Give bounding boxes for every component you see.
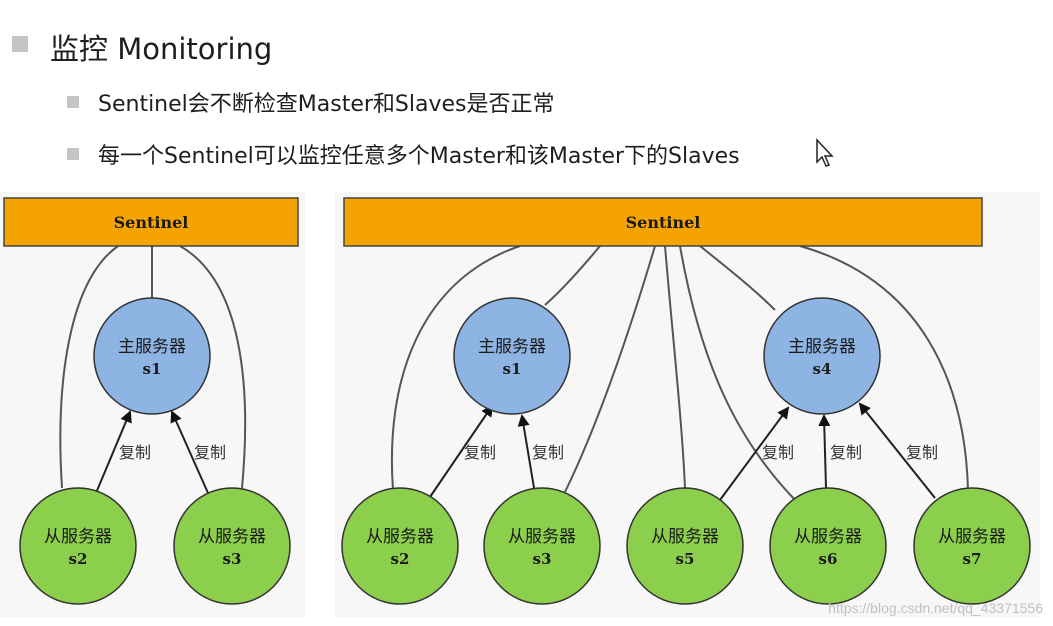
watermark: https://blog.csdn.net/qq_43371556 (828, 600, 1043, 616)
replication-label: 复制 (532, 443, 564, 462)
slave-title: 从服务器 (651, 527, 719, 547)
sub-bullet-1 (67, 96, 79, 108)
sub-bullet-2 (67, 148, 79, 160)
slave-id: s3 (533, 550, 552, 568)
master-title: 主服务器 (788, 337, 856, 357)
slave-node (19, 487, 137, 605)
sentinel-line (564, 245, 656, 493)
replication-label: 复制 (194, 443, 226, 462)
slave-title: 从服务器 (198, 527, 266, 547)
slave-id: s7 (963, 550, 982, 568)
replication-arrow (719, 406, 790, 501)
master-id: s4 (813, 360, 832, 378)
sentinel-line (799, 245, 969, 491)
replication-arrow (95, 410, 132, 494)
master-id: s1 (143, 360, 162, 378)
sentinel-line (664, 245, 686, 489)
replication-arrow (818, 414, 831, 489)
master-node (453, 297, 571, 415)
bullet-text-1: Sentinel会不断检查Master和Slaves是否正常 (98, 92, 555, 117)
mouse-pointer-icon (816, 138, 834, 167)
sentinel-line (59, 245, 119, 489)
left-diagram: 复制 复制 Sentinel 主服务器 s1 从服务器 s2 从服务器 s3 (3, 197, 299, 605)
sentinel-label: Sentinel (114, 213, 189, 232)
slave-title: 从服务器 (44, 527, 112, 547)
slave-node (913, 487, 1031, 605)
slave-node (769, 487, 887, 605)
bullet-text-2: 每一个Sentinel可以监控任意多个Master和该Master下的Slave… (98, 144, 740, 169)
replication-label: 复制 (119, 443, 151, 462)
replication-label: 复制 (762, 443, 794, 462)
sentinel-box (343, 197, 983, 247)
replication-label: 复制 (464, 443, 496, 462)
master-id: s1 (503, 360, 522, 378)
slave-id: s6 (819, 550, 838, 568)
sentinel-box (3, 197, 299, 247)
sentinel-line (544, 245, 601, 306)
master-title: 主服务器 (478, 337, 546, 357)
slave-title: 从服务器 (508, 527, 576, 547)
replication-arrow (517, 414, 535, 489)
slave-node (626, 487, 744, 605)
slave-title: 从服务器 (366, 527, 434, 547)
right-diagram: 复制 复制 复制 复制 复制 Sentinel 主服务器 s1 主服务器 s4 … (341, 197, 1031, 605)
slave-node (483, 487, 601, 605)
replication-label: 复制 (830, 443, 862, 462)
sentinel-line (679, 245, 801, 506)
replication-arrow (429, 404, 494, 498)
sentinel-label: Sentinel (626, 213, 701, 232)
slave-id: s5 (676, 550, 695, 568)
master-title: 主服务器 (118, 337, 186, 357)
sentinel-line (179, 245, 247, 489)
replication-arrow (170, 410, 209, 494)
slave-id: s2 (69, 550, 88, 568)
page-title: 监控 Monitoring (50, 32, 273, 66)
slave-id: s3 (223, 550, 242, 568)
slave-title: 从服务器 (794, 527, 862, 547)
sentinel-line (390, 245, 521, 491)
replication-arrow (858, 402, 936, 499)
slave-title: 从服务器 (938, 527, 1006, 547)
master-node (93, 297, 211, 415)
sentinel-line (699, 245, 776, 311)
slave-node (173, 487, 291, 605)
master-node (763, 297, 881, 415)
replication-label: 复制 (906, 443, 938, 462)
slave-node (341, 487, 459, 605)
heading-bullet (12, 36, 28, 52)
slave-id: s2 (391, 550, 410, 568)
